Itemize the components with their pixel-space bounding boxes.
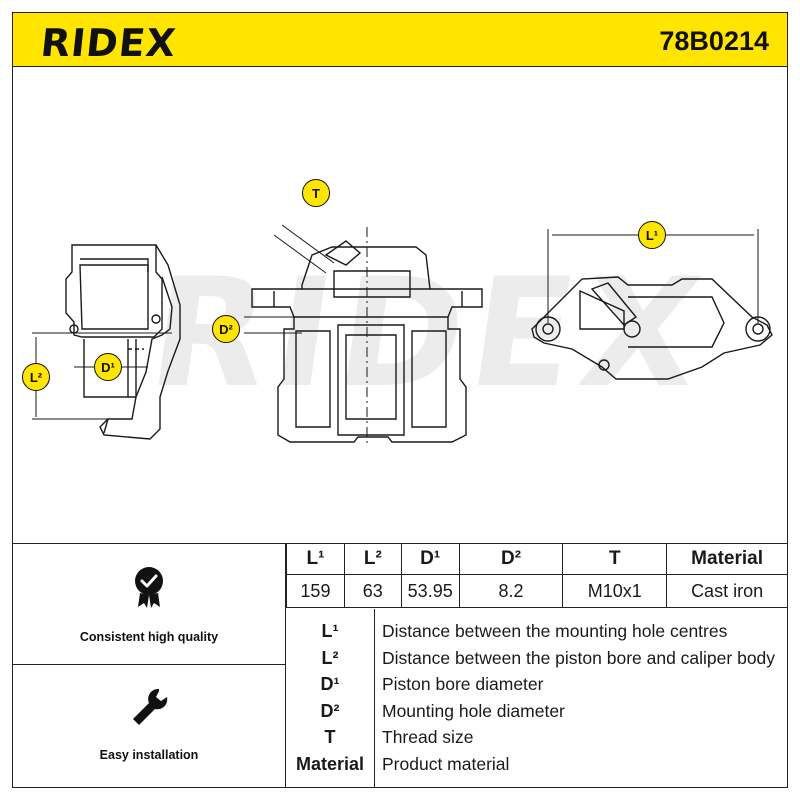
brand-logo: RIDEX	[38, 21, 179, 65]
legend-divider	[374, 609, 375, 788]
legend-desc: Distance between the mounting hole centr…	[382, 620, 728, 641]
spec-value-l2: 63	[343, 574, 402, 608]
features-panel: Consistent high quality Easy installatio…	[12, 543, 286, 788]
label-d1: D¹	[94, 353, 122, 381]
part-number: 78B0214	[659, 26, 769, 56]
caliper-front-view	[244, 224, 483, 447]
spec-header-row: L¹ L² D¹ D² T Material	[286, 543, 788, 575]
legend-row: L² Distance between the piston bore and …	[286, 645, 788, 671]
legend-row: L¹ Distance between the mounting hole ce…	[286, 618, 788, 644]
spec-value-row: 159 63 53.95 8.2 M10x1 Cast iron	[286, 574, 788, 608]
quality-check-icon	[135, 567, 163, 608]
label-d2: D²	[212, 315, 240, 343]
feature-divider	[12, 664, 286, 665]
legend-key: L¹	[321, 620, 339, 641]
label-l1: L¹	[638, 221, 666, 249]
spec-header-d1: D¹	[400, 543, 460, 575]
legend-row: T Thread size	[286, 724, 788, 750]
spec-value-d2: 8.2	[458, 574, 564, 608]
legend-row: D¹ Piston bore diameter	[286, 671, 788, 697]
label-t: T	[302, 179, 330, 207]
legend-desc: Piston bore diameter	[382, 673, 544, 694]
spec-header-t: T	[562, 543, 668, 575]
legend-key: D¹	[320, 673, 340, 694]
feature-quality-label: Consistent high quality	[79, 630, 219, 644]
spec-value-l1: 159	[286, 574, 345, 608]
spec-value-d1: 53.95	[400, 574, 460, 608]
feature-installation-label: Easy installation	[99, 748, 199, 762]
spec-header-material: Material	[666, 543, 788, 575]
spec-header-d2: D²	[458, 543, 564, 575]
spec-header-l1: L¹	[286, 543, 345, 575]
legend-desc: Distance between the piston bore and cal…	[382, 647, 776, 668]
caliper-section-view	[32, 244, 181, 440]
legend-key: T	[324, 726, 336, 747]
label-l2: L²	[22, 363, 50, 391]
legend-desc: Thread size	[382, 726, 474, 747]
feature-quality: Consistent high quality	[12, 565, 286, 644]
spec-value-t: M10x1	[562, 574, 668, 608]
legend-desc: Product material	[382, 753, 510, 774]
feature-installation: Easy installation	[12, 685, 286, 762]
legend-desc: Mounting hole diameter	[382, 700, 565, 721]
legend: L¹ Distance between the mounting hole ce…	[286, 609, 788, 788]
spec-table: L¹ L² D¹ D² T Material 159 63 53.95 8.2 …	[286, 543, 788, 608]
wrench-icon	[133, 688, 168, 725]
caliper-top-view	[531, 229, 773, 380]
legend-row: Material Product material	[286, 751, 788, 777]
header-bar: RIDEX 78B0214	[12, 12, 788, 67]
legend-key: L²	[321, 647, 339, 668]
legend-key: D²	[320, 700, 340, 721]
spec-header-l2: L²	[343, 543, 402, 575]
spec-value-material: Cast iron	[666, 574, 788, 608]
caliper-drawings	[32, 224, 773, 447]
legend-key: Material	[295, 753, 365, 774]
legend-row: D² Mounting hole diameter	[286, 698, 788, 724]
technical-drawing: RIDEX	[12, 67, 788, 543]
